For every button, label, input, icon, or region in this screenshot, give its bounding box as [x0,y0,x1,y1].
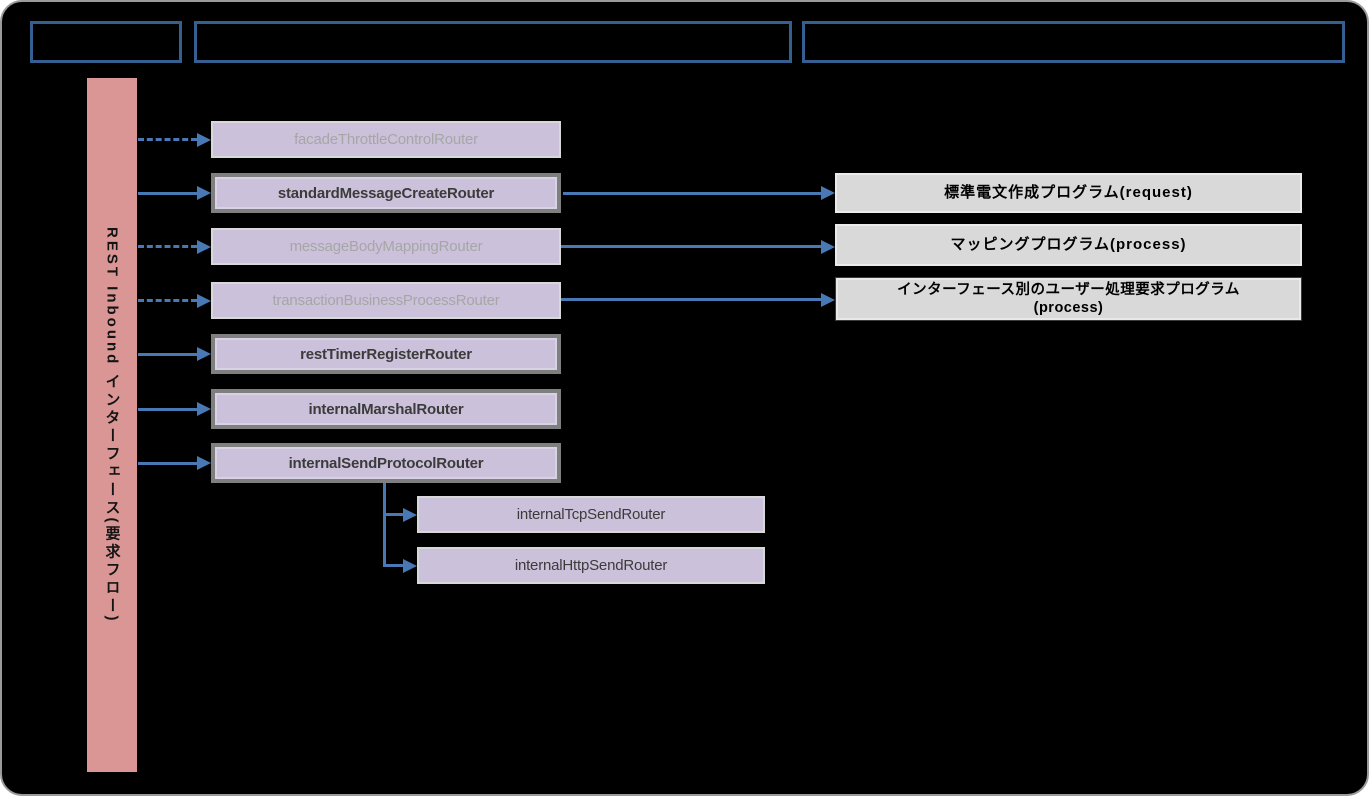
arrow-standard-to-program1-head [821,186,835,200]
router-internal-send-protocol: internalSendProtocolRouter [211,443,561,483]
router-label: transactionBusinessProcessRouter [272,292,500,309]
program-mapping: マッピングプログラム(process) [835,224,1302,266]
arrow-lane-to-facade-head [197,132,211,147]
router-standard-message-create: standardMessageCreateRouter [211,173,561,213]
router-rest-timer-register: restTimerRegisterRouter [211,334,561,374]
router-facade-throttle-control: facadeThrottleControlRouter [211,121,561,158]
elbow-to-http-line [383,564,403,567]
arrow-mapping-to-program2-head [821,239,835,254]
router-internal-marshal: internalMarshalRouter [211,389,561,429]
elbow-sendprotocol-vertical [383,483,386,567]
arrow-lane-to-timer-line [138,352,197,356]
router-label: restTimerRegisterRouter [300,345,472,363]
header-box-left [30,21,182,63]
arrow-transaction-to-program3-line [561,298,821,301]
router-label: internalHttpSendRouter [514,557,668,574]
arrow-lane-to-marshal-head [197,402,211,416]
elbow-to-http-head [403,558,417,573]
program-standard-message-create: 標準電文作成プログラム(request) [835,173,1302,213]
lane-label: REST Inbound インターフェース(要求フロー) [103,226,121,624]
elbow-to-tcp-head [403,507,417,522]
program-label-line1: インターフェース別のユーザー処理要求プログラム [897,281,1240,298]
arrow-standard-to-program1-line [563,191,821,195]
router-label: standardMessageCreateRouter [277,184,495,202]
program-user-process-request: インターフェース別のユーザー処理要求プログラム (process) [835,277,1302,321]
router-internal-http-send: internalHttpSendRouter [417,547,765,584]
arrow-lane-to-marshal-line [138,407,197,411]
router-message-body-mapping: messageBodyMappingRouter [211,228,561,265]
header-box-middle [194,21,792,63]
router-transaction-business-process: transactionBusinessProcessRouter [211,282,561,319]
router-label: internalTcpSendRouter [516,506,666,523]
arrow-mapping-to-program2-line [561,245,821,248]
arrow-lane-to-transaction-line [138,299,197,302]
router-label: internalMarshalRouter [308,400,464,418]
router-label: facadeThrottleControlRouter [294,131,478,148]
arrow-lane-to-mapping-line [138,245,197,248]
router-internal-tcp-send: internalTcpSendRouter [417,496,765,533]
arrow-transaction-to-program3-head [821,292,835,307]
header-box-right [802,21,1345,63]
arrow-lane-to-sendprotocol-head [197,456,211,470]
program-label-line2: (process) [1033,300,1104,316]
elbow-to-tcp-line [383,513,403,516]
arrow-lane-to-standard-head [197,186,211,200]
lane-rest-inbound: REST Inbound インターフェース(要求フロー) [87,78,137,772]
program-label: マッピングプログラム(process) [950,235,1187,253]
arrow-lane-to-standard-line [138,191,197,195]
arrow-lane-to-transaction-head [197,293,211,308]
arrow-lane-to-mapping-head [197,239,211,254]
router-label: messageBodyMappingRouter [289,238,483,255]
arrow-lane-to-sendprotocol-line [138,461,197,465]
program-label: 標準電文作成プログラム(request) [944,183,1193,201]
arrow-lane-to-facade-line [138,138,197,141]
router-label: internalSendProtocolRouter [288,454,484,472]
arrow-lane-to-timer-head [197,347,211,361]
